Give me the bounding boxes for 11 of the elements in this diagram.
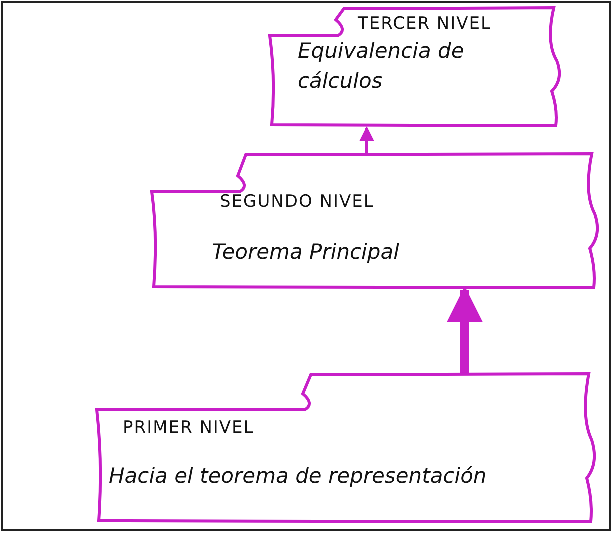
level-title: Equivalencia de cálculos (298, 38, 466, 95)
scroll-banner (95, 372, 595, 524)
scroll-banner (268, 6, 560, 128)
level-heading: PRIMER NIVEL (123, 418, 254, 438)
scroll-banner (150, 152, 598, 290)
level-heading: TERCER NIVEL (358, 14, 492, 34)
level-title: Hacia el teorema de representación (109, 464, 487, 488)
arrow (447, 286, 483, 374)
level-title: Teorema Principal (212, 240, 400, 264)
arrow (360, 126, 374, 154)
level-heading: SEGUNDO NIVEL (220, 192, 374, 212)
